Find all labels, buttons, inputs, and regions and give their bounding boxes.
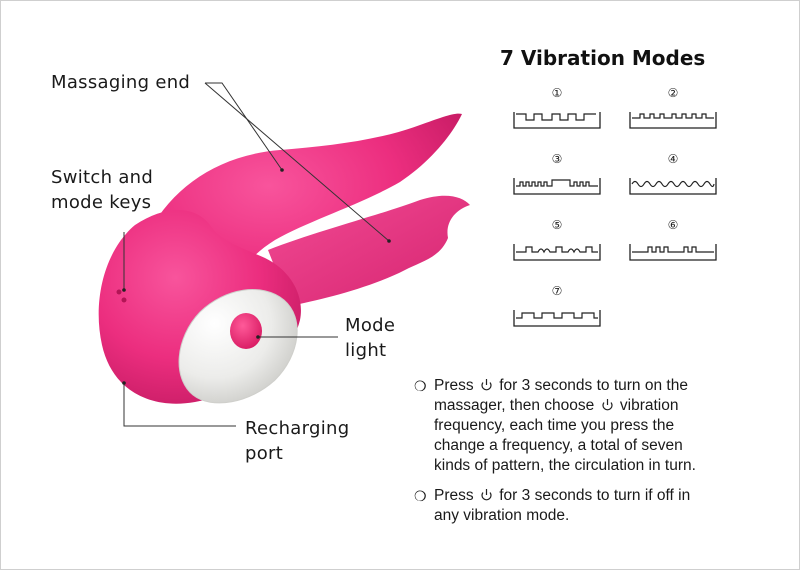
mode-4: ④ [628,152,718,202]
switch-dot [116,289,122,295]
leader-massaging-end-2 [204,82,390,242]
power-key-icon [602,399,613,411]
mode-light [230,313,262,349]
waveform-icon [629,244,717,261]
mode-number: ⑦ [551,284,563,298]
mode-number: ③ [551,152,563,166]
waveform-icon [513,244,601,261]
mode-1: ① [512,86,602,136]
label-recharging-port: Recharging port [245,418,350,464]
power-key-icon [481,489,492,501]
mode-3: ③ [512,152,602,202]
mode-number: ② [667,86,679,100]
mode-6: ⑥ [628,218,718,268]
mode-number: ⑥ [667,218,679,232]
instruction-1: ❍ Press for 3 seconds to turn on the mas… [414,377,696,474]
waveform-icon [629,178,717,195]
label-massaging-end: Massaging end [51,72,191,93]
mode-number: ④ [667,152,679,166]
mode-7: ⑦ [512,284,602,334]
instruction-2: ❍ Press for 3 seconds to turn if off in … [414,487,691,524]
mode-bullet-icon: ❍ [414,488,427,504]
mode-bullet-icon: ❍ [414,378,427,394]
modes-title: 7 Vibration Modes [500,46,706,70]
mode-number: ① [551,86,563,100]
waveform-icon [513,178,601,195]
waveform-icon [629,112,717,129]
lower-arm [268,195,470,306]
mode-number: ⑤ [551,218,563,232]
label-mode-light: Mode light [345,315,396,361]
switch-dot [121,297,127,303]
leader-massaging-end [205,82,283,171]
leader-recharging [123,383,236,427]
power-key-icon [481,379,492,391]
mode-5: ⑤ [512,218,602,268]
label-switch-mode-keys: Switch and mode keys [51,167,154,213]
mode-2: ② [628,86,718,136]
waveform-icon [513,310,601,327]
waveform-icon [513,112,601,129]
